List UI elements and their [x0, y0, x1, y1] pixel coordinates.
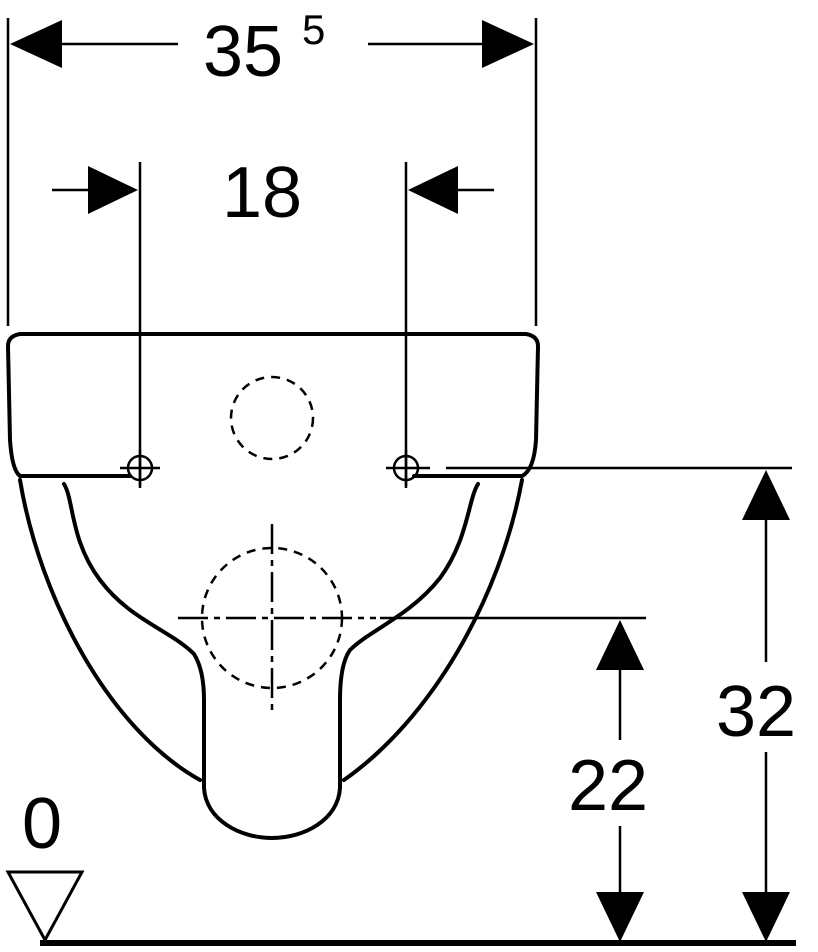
- fixing-arrow-right: [408, 166, 458, 214]
- fixing-height-label: 32: [716, 672, 796, 752]
- bowl-outer-right: [342, 478, 524, 782]
- outlet-trap: [202, 698, 342, 840]
- fixing-height-arrow-top: [742, 470, 790, 520]
- fixing-points: [120, 450, 430, 488]
- outlet-height-dimension: 22: [380, 616, 648, 942]
- overall-width-dimension: 35 5: [6, 6, 538, 326]
- fixing-distance-dimension: 18: [52, 153, 494, 486]
- overall-width-label: 35: [203, 12, 283, 92]
- toilet-outline: [6, 332, 540, 840]
- fixing-distance-label: 18: [222, 153, 302, 233]
- bowl-inner-left: [62, 482, 206, 702]
- width-arrow-right: [482, 20, 534, 68]
- fixing-height-dimension: 32: [446, 466, 796, 942]
- floor-level-label: 0: [22, 784, 62, 864]
- fixing-point-right: [386, 450, 430, 488]
- outlet-height-label: 22: [568, 746, 648, 826]
- outlet-height-arrow-bottom: [596, 892, 644, 942]
- fixing-arrow-left: [88, 166, 138, 214]
- floor-level-marker: 0: [5, 784, 796, 946]
- bowl-inner-right: [338, 482, 480, 702]
- overall-width-superscript: 5: [302, 6, 325, 53]
- fixing-height-arrow-bottom: [742, 892, 790, 942]
- toilet-top-outline: [6, 332, 540, 478]
- water-inlet-dashed-circle: [229, 375, 315, 461]
- outlet-height-arrow-top: [596, 620, 644, 670]
- bowl-outer-left: [18, 478, 202, 782]
- floor-level-triangle: [5, 870, 85, 944]
- width-arrow-left: [10, 20, 62, 68]
- fixing-point-left: [120, 450, 160, 488]
- outlet-dashed-circle: [200, 546, 344, 690]
